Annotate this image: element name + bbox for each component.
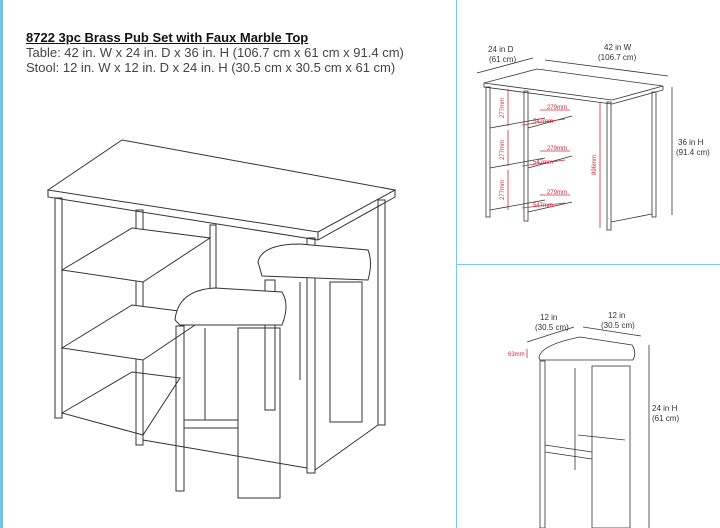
stool-height-cm-label: (61 cm): [652, 414, 679, 423]
stool-width-cm-label: (30.5 cm): [535, 323, 569, 332]
table-depth-label: 24 in D: [488, 45, 514, 54]
stool-depth-cm-label: (30.5 cm): [601, 321, 635, 330]
shelf-depth-label: 279mm: [547, 190, 567, 196]
table-width-label: 42 in W: [604, 43, 632, 52]
shelf-depth-label: 279mm: [547, 146, 567, 152]
shelf-width-label: 547mm: [533, 160, 553, 166]
clearance-label: 896mm: [592, 155, 598, 175]
stool-width-label: 12 in: [540, 313, 557, 322]
shelf-depth-label: 279mm: [547, 105, 567, 111]
stool-depth-label: 12 in: [608, 311, 625, 320]
shelf-height-label: 277mm: [500, 140, 506, 160]
stool-height-label: 24 in H: [652, 404, 678, 413]
stool-spec: Stool: 12 in. W x 12 in. D x 24 in. H (3…: [26, 60, 396, 75]
pub-set-illustration: [46, 139, 397, 499]
left-border: [0, 0, 3, 528]
shelf-width-label: 547mm: [533, 203, 553, 209]
shelf-height-label: 277mm: [500, 98, 506, 118]
table-spec: Table: 42 in. W x 24 in. D x 36 in. H (1…: [26, 45, 404, 60]
horizontal-divider: [456, 264, 720, 265]
product-title: 8722 3pc Brass Pub Set with Faux Marble …: [26, 30, 309, 45]
table-height-label: 36 in H: [678, 138, 704, 147]
table-height-cm-label: (91.4 cm): [676, 148, 710, 157]
shelf-height-label: 277mm: [500, 180, 506, 200]
seat-thickness-label: 63mm: [508, 352, 525, 358]
table-depth-cm-label: (61 cm): [489, 55, 516, 64]
table-width-cm-label: (106.7 cm): [598, 53, 637, 62]
shelf-width-label: 547mm: [533, 119, 553, 125]
